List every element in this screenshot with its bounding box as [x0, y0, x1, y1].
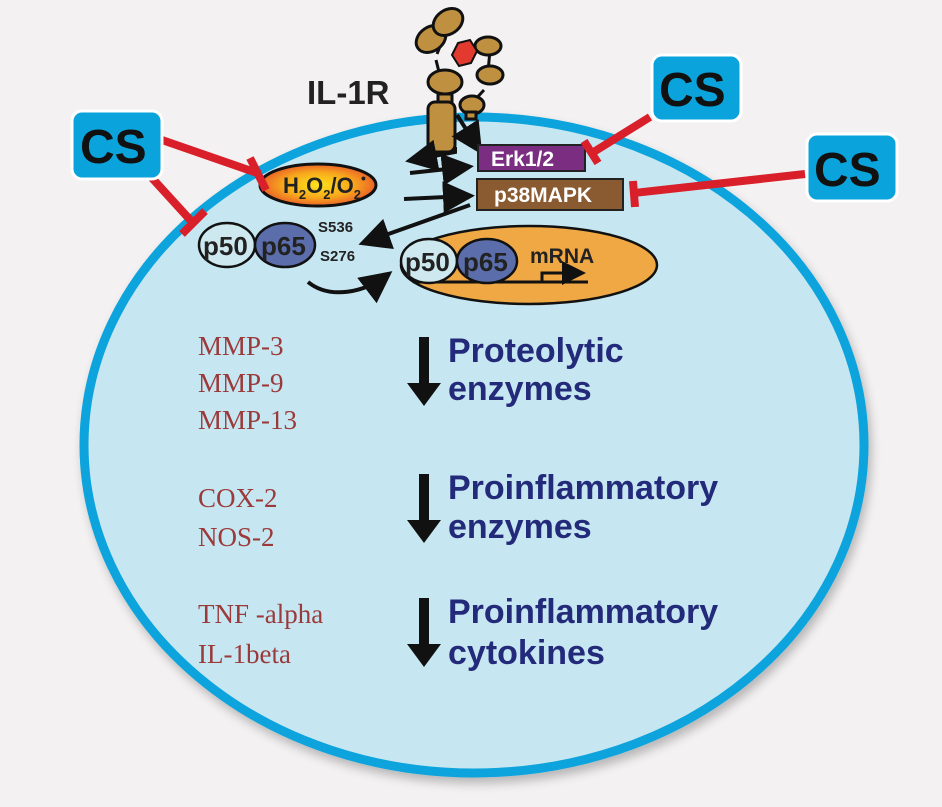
- svg-text:TNF -alpha: TNF -alpha: [198, 599, 323, 629]
- outcome-proteolytic: MMP-3 MMP-9 MMP-13 Proteolytic enzymes: [198, 331, 624, 435]
- svg-text:cytokines: cytokines: [448, 634, 605, 672]
- svg-text:NOS-2: NOS-2: [198, 522, 275, 552]
- p65-nucleus-label: p65: [463, 247, 508, 277]
- cs-inhibitor-left: CS: [70, 109, 164, 181]
- svg-text:IL-1beta: IL-1beta: [198, 639, 291, 669]
- il1r-receptor: [414, 7, 505, 154]
- phospho-site-s276: S276: [320, 248, 355, 265]
- mrna-label: mRNA: [530, 245, 594, 268]
- outcome-proinflammatory-enzymes: COX-2 NOS-2 Proinflammatory enzymes: [198, 469, 718, 552]
- ros-label: H2O2/O2•: [283, 170, 366, 202]
- erk-box: [477, 144, 586, 172]
- svg-text:COX-2: COX-2: [198, 483, 278, 513]
- inhibition-bars: [149, 113, 806, 237]
- svg-text:enzymes: enzymes: [448, 370, 592, 408]
- p65-nucleus: [455, 237, 519, 285]
- cs-inhibitor-right: CS: [805, 132, 899, 203]
- p65-cyto-label: p65: [261, 231, 306, 261]
- svg-text:MMP-3: MMP-3: [198, 331, 284, 361]
- ligand-hexagon-icon: [450, 38, 479, 68]
- svg-text:CS: CS: [659, 64, 726, 117]
- svg-text:Proinflammatory: Proinflammatory: [448, 593, 718, 631]
- transcription-arrow-icon: [540, 261, 586, 285]
- down-arrow-icon: [407, 337, 441, 406]
- cs-inhibitor-top-right: CS: [650, 53, 743, 123]
- phospho-site-s536: S536: [318, 219, 353, 236]
- svg-text:Proinflammatory: Proinflammatory: [448, 469, 718, 507]
- svg-text:CS: CS: [814, 144, 881, 197]
- p50-cyto-label: p50: [203, 231, 248, 261]
- svg-text:Proteolytic: Proteolytic: [448, 332, 624, 370]
- down-arrow-icon: [407, 474, 441, 543]
- p38-box: [476, 178, 624, 211]
- p50-nucleus-label: p50: [405, 247, 450, 277]
- svg-text:CS: CS: [80, 121, 147, 174]
- p65-cyto: [253, 221, 317, 269]
- signal-arrows: [306, 113, 483, 304]
- svg-text:MMP-13: MMP-13: [198, 405, 297, 435]
- receptor-label: IL-1R: [307, 74, 390, 111]
- svg-text:MMP-9: MMP-9: [198, 368, 284, 398]
- p38-label: p38MAPK: [494, 184, 592, 207]
- down-arrow-icon: [407, 598, 441, 667]
- svg-text:enzymes: enzymes: [448, 508, 592, 546]
- erk-label: Erk1/2: [491, 148, 554, 171]
- outcome-proinflammatory-cytokines: TNF -alpha IL-1beta Proinflammatory cyto…: [198, 593, 718, 672]
